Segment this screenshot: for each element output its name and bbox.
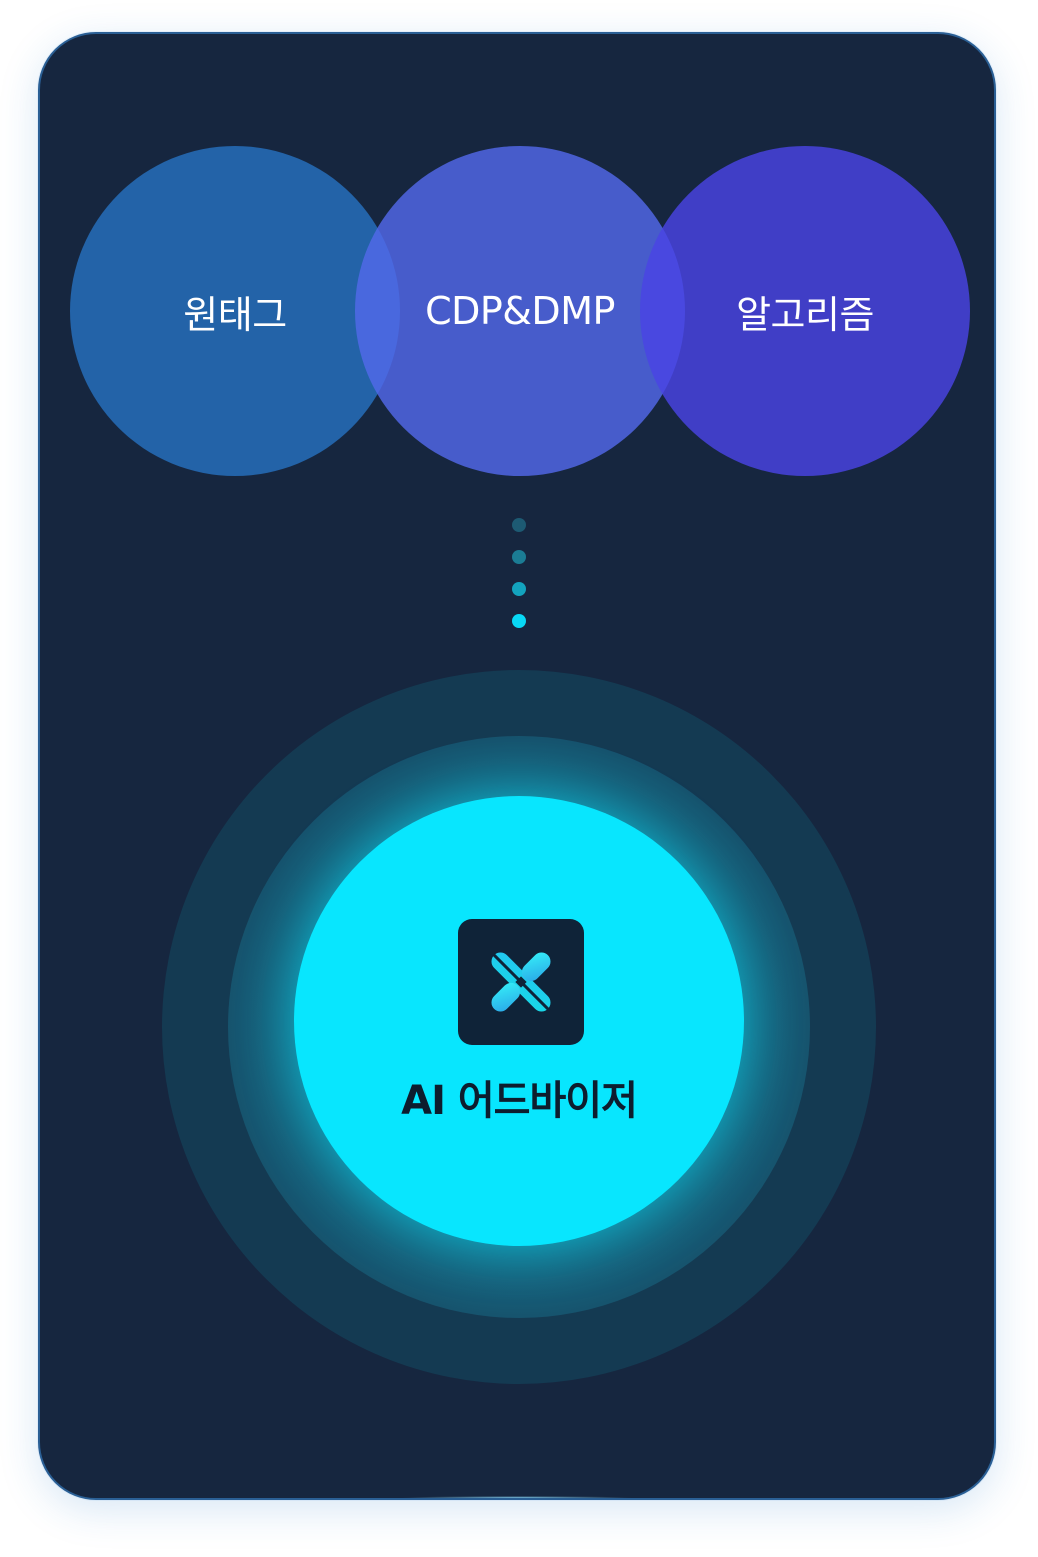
input-circle-one-tag: 원태그 <box>70 146 400 476</box>
input-label: 알고리즘 <box>736 292 874 337</box>
x-logo-graphic <box>491 952 551 1012</box>
ai-advisor-circle: AI 어드바이저 <box>294 796 744 1246</box>
connector-dot <box>512 550 526 564</box>
diagram-card: 원태그 CDP&DMP 알고리즘 <box>38 32 996 1500</box>
connector-dot <box>512 518 526 532</box>
input-circle-algorithm: 알고리즘 <box>640 146 970 476</box>
x-logo-icon <box>458 919 584 1045</box>
connector-dot <box>512 614 526 628</box>
input-label: 원태그 <box>183 292 287 337</box>
input-circle-cdp-dmp: CDP&DMP <box>355 146 685 476</box>
input-label: CDP&DMP <box>425 289 615 333</box>
ai-advisor-label: AI 어드바이저 <box>401 1078 638 1124</box>
connector-dot <box>512 582 526 596</box>
